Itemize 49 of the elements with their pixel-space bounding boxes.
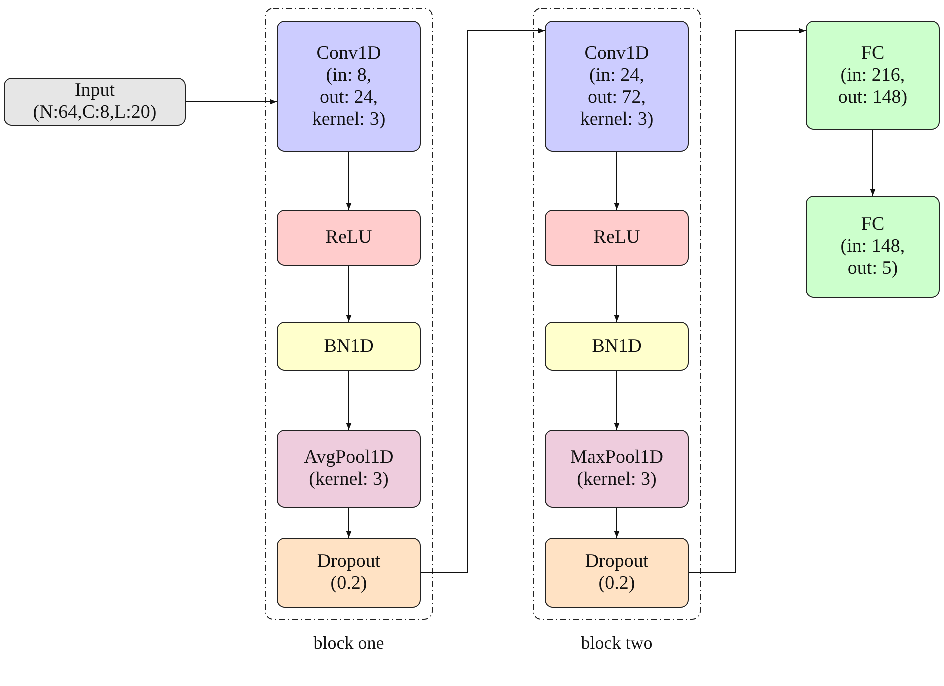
arrow: [420, 28, 546, 574]
layer-label: Conv1D: [584, 42, 650, 64]
layer-label: (N:64,C:8,L:20): [33, 102, 157, 124]
layer-label: (in: 24, out: 72, kernel: 3): [580, 64, 654, 130]
layer-label: Input: [74, 80, 116, 102]
layer-box: [277, 322, 421, 371]
layer-box: [545, 430, 689, 508]
layer-label: BN1D: [592, 336, 642, 358]
layer-box: [806, 21, 940, 130]
layer-label: (kernel: 3): [577, 469, 657, 491]
layer-label: Conv1D: [316, 42, 382, 64]
arrow: [614, 266, 620, 322]
arrow: [346, 508, 352, 538]
layer-label: (0.2): [330, 573, 368, 595]
layer-label: (in: 8, out: 24, kernel: 3): [312, 64, 386, 130]
layer-label: (in: 148, out: 5): [840, 236, 906, 280]
layer-box: [545, 322, 689, 371]
arrow: [346, 370, 352, 430]
layer-label: MaxPool1D: [570, 447, 664, 469]
layer-label: Dropout: [585, 551, 649, 573]
layer-box: [545, 210, 689, 266]
arrow: [688, 28, 806, 574]
layer-label: FC: [861, 42, 885, 64]
layer-box: [806, 196, 940, 298]
layer-label: (kernel: 3): [309, 469, 389, 491]
group-label: block one: [312, 632, 386, 655]
layer-label: FC: [861, 214, 885, 236]
layer-box: [277, 210, 421, 266]
layer-label: ReLU: [594, 227, 640, 249]
layer-label: (in: 216, out: 148): [837, 64, 909, 108]
arrow: [614, 152, 620, 210]
arrow: [614, 370, 620, 430]
layer-label: (0.2): [598, 573, 636, 595]
arrow: [870, 130, 876, 196]
layer-label: BN1D: [324, 336, 374, 358]
layer-label: AvgPool1D: [304, 447, 394, 469]
layer-box: [277, 538, 421, 608]
layer-box: [4, 78, 186, 126]
arrow: [346, 266, 352, 322]
layer-label: ReLU: [326, 227, 372, 249]
arrow: [186, 99, 278, 105]
group-label: block two: [580, 632, 654, 655]
layer-box: [545, 538, 689, 608]
layer-box: [545, 21, 689, 152]
layer-box: [277, 21, 421, 152]
arrow: [346, 152, 352, 210]
arrow: [614, 508, 620, 538]
layer-label: Dropout: [317, 551, 381, 573]
layer-box: [277, 430, 421, 508]
